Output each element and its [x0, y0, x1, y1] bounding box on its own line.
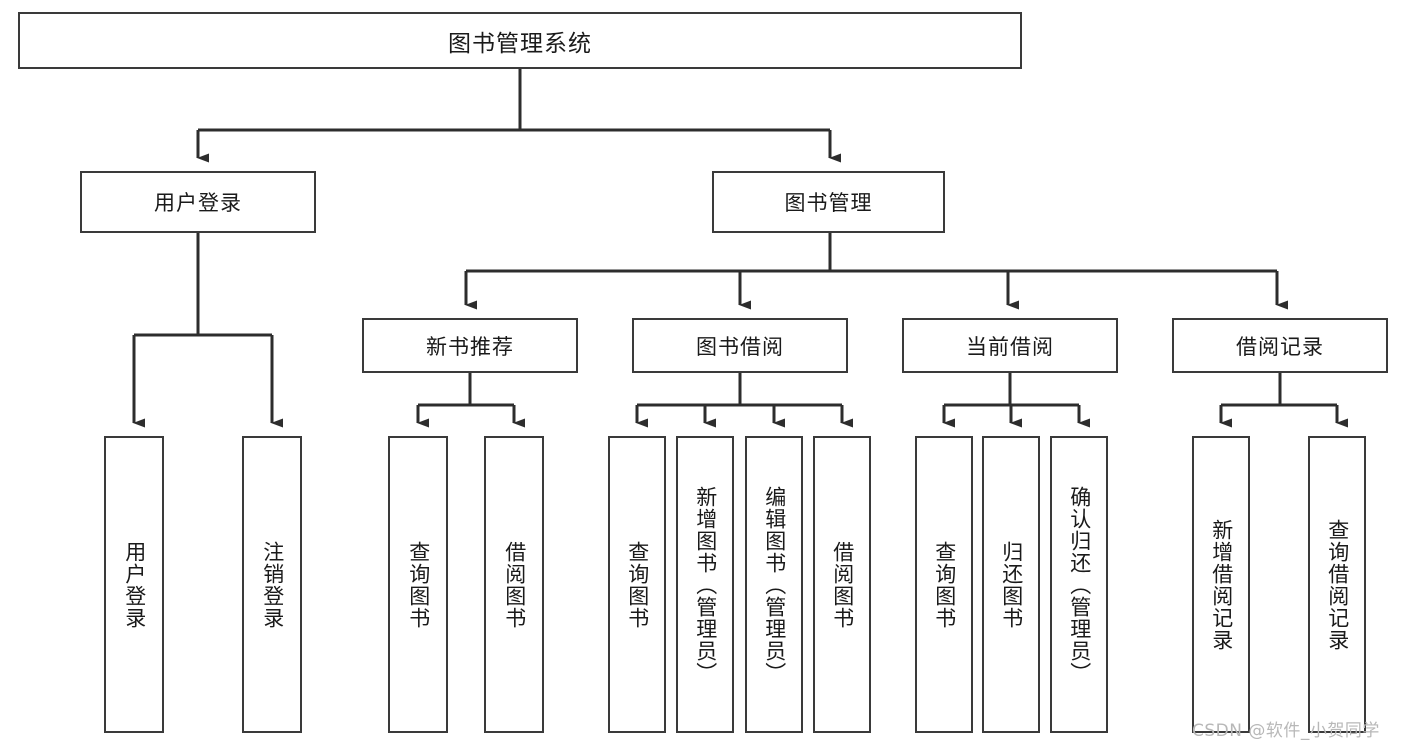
node-leaf-query-book-borrow[interactable]: 查询图书 [608, 436, 666, 733]
node-leaf-borrow-book-recommend-label: 借阅图书 [502, 540, 527, 629]
node-leaf-user-login[interactable]: 用户登录 [104, 436, 164, 733]
node-leaf-confirm-return-admin[interactable]: 确认归还（管理员） [1050, 436, 1108, 733]
node-leaf-borrow-book-recommend[interactable]: 借阅图书 [484, 436, 544, 733]
node-user-login[interactable]: 用户登录 [80, 171, 316, 233]
node-leaf-user-login-label: 用户登录 [122, 540, 147, 629]
node-leaf-return-book-label: 归还图书 [999, 540, 1024, 629]
node-leaf-edit-book-admin-label: 编辑图书（管理员） [762, 485, 787, 684]
node-leaf-return-book[interactable]: 归还图书 [982, 436, 1040, 733]
node-leaf-query-book-borrow-label: 查询图书 [625, 540, 650, 629]
node-new-book-recommend-label: 新书推荐 [426, 334, 514, 359]
node-user-login-label: 用户登录 [154, 191, 242, 215]
node-leaf-query-book-recommend-label: 查询图书 [406, 540, 431, 629]
node-book-borrow[interactable]: 图书借阅 [632, 318, 848, 373]
csdn-watermark: CSDN @软件_小贺同学 [1192, 721, 1380, 741]
node-leaf-query-book-current[interactable]: 查询图书 [915, 436, 973, 733]
node-leaf-add-borrow-record-label: 新增借阅记录 [1209, 518, 1234, 651]
node-book-borrow-label: 图书借阅 [696, 334, 784, 359]
node-borrow-record[interactable]: 借阅记录 [1172, 318, 1388, 373]
node-leaf-query-book-recommend[interactable]: 查询图书 [388, 436, 448, 733]
node-leaf-query-book-current-label: 查询图书 [932, 540, 957, 629]
node-leaf-add-book-admin-label: 新增图书（管理员） [693, 485, 718, 684]
node-leaf-confirm-return-admin-label: 确认归还（管理员） [1067, 485, 1092, 684]
node-book-manage-label: 图书管理 [784, 191, 873, 215]
node-leaf-borrow-book-borrow-label: 借阅图书 [830, 540, 855, 629]
node-leaf-user-logout-label: 注销登录 [260, 540, 285, 629]
node-leaf-user-logout[interactable]: 注销登录 [242, 436, 302, 733]
node-borrow-record-label: 借阅记录 [1236, 334, 1324, 359]
node-root-label: 图书管理系统 [448, 30, 592, 57]
node-leaf-add-borrow-record[interactable]: 新增借阅记录 [1192, 436, 1250, 733]
node-new-book-recommend[interactable]: 新书推荐 [362, 318, 578, 373]
node-leaf-query-borrow-record[interactable]: 查询借阅记录 [1308, 436, 1366, 733]
node-root-book-management-system[interactable]: 图书管理系统 [18, 12, 1022, 69]
node-leaf-borrow-book-borrow[interactable]: 借阅图书 [813, 436, 871, 733]
node-leaf-query-borrow-record-label: 查询借阅记录 [1325, 518, 1350, 651]
node-current-borrow[interactable]: 当前借阅 [902, 318, 1118, 373]
node-book-manage[interactable]: 图书管理 [712, 171, 945, 233]
node-current-borrow-label: 当前借阅 [966, 334, 1054, 359]
node-leaf-add-book-admin[interactable]: 新增图书（管理员） [676, 436, 734, 733]
node-leaf-edit-book-admin[interactable]: 编辑图书（管理员） [745, 436, 803, 733]
